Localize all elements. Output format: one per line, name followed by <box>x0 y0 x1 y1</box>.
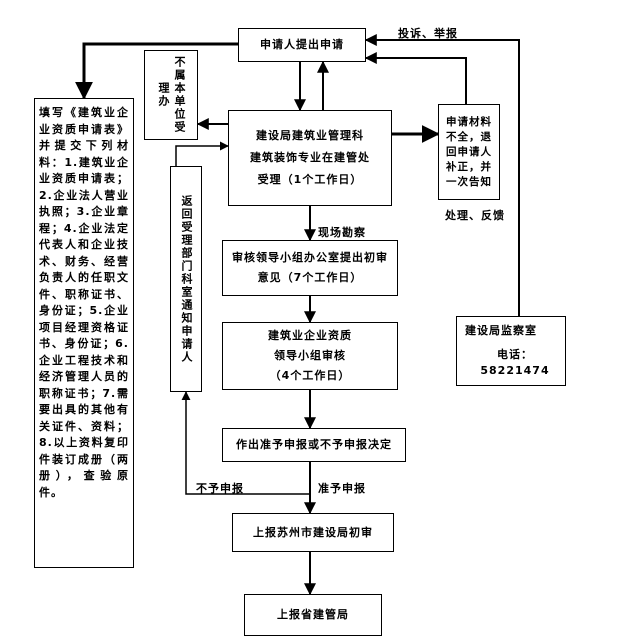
review2-box: 建筑业企业资质 领导小组审核 （4个工作日） <box>222 322 398 390</box>
suzhou-box: 上报苏州市建设局初审 <box>232 513 394 552</box>
apply-text: 申请人提出申请 <box>260 38 344 51</box>
complaint-label: 投诉、举报 <box>398 27 458 40</box>
suzhou-text: 上报苏州市建设局初审 <box>253 525 373 539</box>
decision-box: 作出准予申报或不予申报决定 <box>222 428 406 462</box>
apply-box: 申请人提出申请 <box>238 28 366 62</box>
not-scope-text: 不属本单位受理办 <box>157 56 186 134</box>
supervision-title: 建设局监察室 <box>465 324 537 337</box>
arrow-apply-to-materials <box>75 42 238 100</box>
accept-box: 建设局建筑业管理科 建筑装饰专业在建管处 受理（1个工作日） <box>228 110 392 206</box>
approve-label: 准予申报 <box>318 482 366 495</box>
arrow-decision-to-notify <box>181 391 310 495</box>
arrow-supervision-to-apply <box>364 34 520 316</box>
review1-text: 审核领导小组办公室提出初审意见（7个工作日） <box>232 251 388 284</box>
supervision-box: 建设局监察室 电话：58221474 <box>456 316 566 386</box>
handle-label: 处理、反馈 <box>445 209 505 222</box>
incomplete-box: 申请材料不全，退回申请人补正，并一次告知 <box>438 104 500 200</box>
incomplete-text: 申请材料不全，退回申请人补正，并一次告知 <box>446 115 492 188</box>
materials-box: 填写《建筑业企业资质申请表》并提交下列材料：1.建筑业企业资质申请表；2.企业法… <box>34 98 134 568</box>
not-approve-label: 不予申报 <box>196 482 244 495</box>
notify-box: 返回受理部门科室通知申请人 <box>170 166 202 392</box>
not-scope-box: 不属本单位受理办 <box>144 50 198 140</box>
arrow-notify-to-accept <box>175 141 229 166</box>
province-text: 上报省建管局 <box>277 608 349 621</box>
site-survey-label: 现场勘察 <box>318 226 366 239</box>
review1-box: 审核领导小组办公室提出初审意见（7个工作日） <box>222 240 398 296</box>
decision-text: 作出准予申报或不予申报决定 <box>236 438 392 451</box>
materials-text: 填写《建筑业企业资质申请表》并提交下列材料：1.建筑业企业资质申请表；2.企业法… <box>39 106 129 499</box>
notify-text: 返回受理部门科室通知申请人 <box>180 194 193 364</box>
review2-text: 建筑业企业资质 领导小组审核 （4个工作日） <box>268 329 352 382</box>
accept-text: 建设局建筑业管理科 建筑装饰专业在建管处 受理（1个工作日） <box>250 129 370 186</box>
province-box: 上报省建管局 <box>244 594 382 636</box>
arrow-incomplete-to-apply <box>364 52 467 104</box>
supervision-phone: 电话：58221474 <box>480 348 550 377</box>
